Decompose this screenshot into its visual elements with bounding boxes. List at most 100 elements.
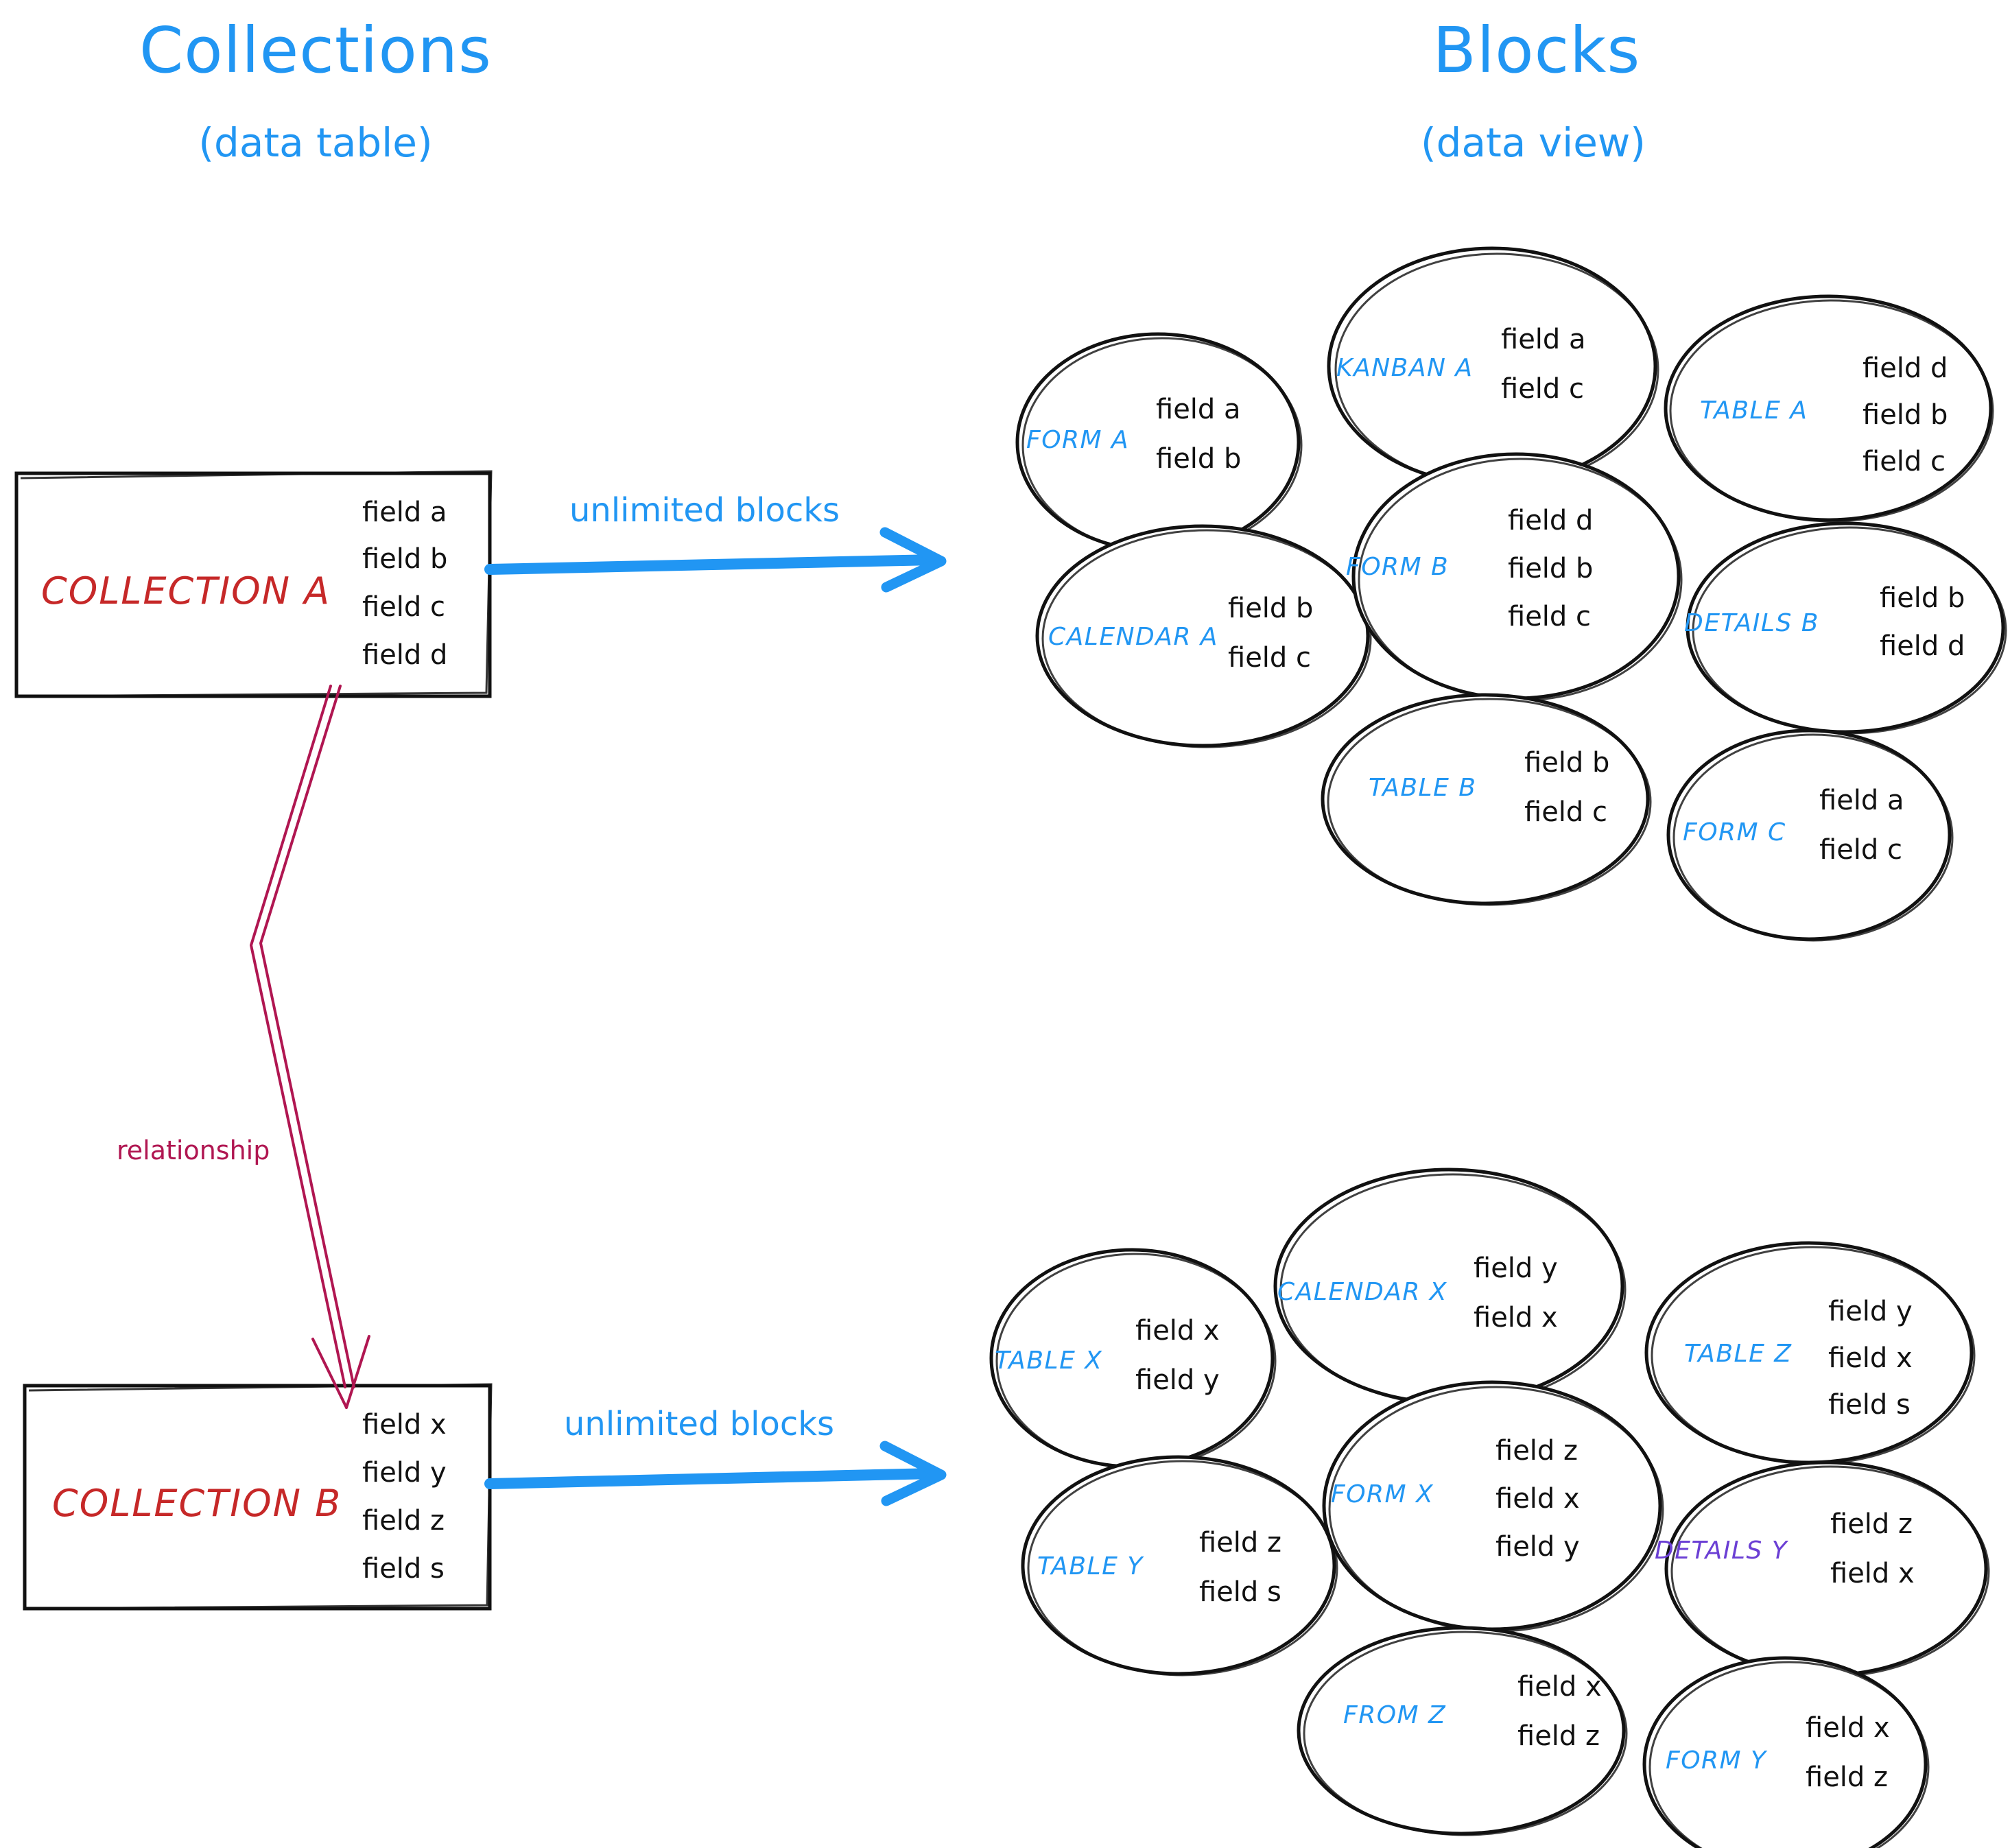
block-details-y-label: DETAILS Y: [1655, 1537, 1789, 1565]
collection-b-rect-sketch: [26, 1383, 493, 1610]
collection-a-field-3: field d: [362, 639, 447, 671]
collection-a-field-2: field c: [362, 591, 445, 623]
block-table-a-field-1: field b: [1863, 399, 1948, 431]
block-table-y[interactable]: TABLE Y field z field s: [1021, 1455, 1338, 1677]
block-form-y-label: FORM Y: [1666, 1746, 1768, 1775]
block-form-c-field-1: field c: [1819, 834, 1902, 866]
relationship-arrowhead-left: [311, 1338, 348, 1409]
block-from-z-field-1: field z: [1517, 1720, 1600, 1752]
unlimited-blocks-label-top: unlimited blocks: [569, 491, 840, 530]
block-kanban-a[interactable]: KANBAN A field a field c: [1327, 246, 1659, 487]
block-table-a-label: TABLE A: [1700, 396, 1808, 425]
block-table-a-ellipse: [1664, 294, 1993, 522]
block-group-collection-b: TABLE X field x field y CALENDAR X field…: [989, 1168, 1990, 1848]
collection-b-field-2: field z: [362, 1505, 445, 1537]
block-form-c-ellipse: [1666, 728, 1952, 941]
collection-b-field-1: field y: [362, 1457, 447, 1489]
block-form-c[interactable]: FORM C field a field c: [1666, 728, 1954, 942]
block-details-b-label: DETAILS B: [1684, 609, 1819, 637]
block-from-z[interactable]: FROM Z field x field z: [1297, 1626, 1628, 1836]
collection-a-box[interactable]: COLLECTION A field a field b field c fie…: [14, 470, 493, 698]
block-form-b-field-0: field d: [1508, 505, 1593, 536]
block-table-a-ellipse-sketch: [1669, 299, 1994, 523]
block-form-a[interactable]: FORM A field a field b: [1015, 332, 1303, 554]
collection-b-field-3: field s: [362, 1553, 445, 1585]
block-table-a[interactable]: TABLE A field d field b field c: [1664, 294, 1994, 523]
blocks-title: Blocks: [1433, 14, 1641, 87]
block-table-x-field-1: field y: [1135, 1364, 1220, 1396]
block-table-b-ellipse: [1321, 693, 1650, 905]
unlimited-blocks-arrow-bottom: unlimited blocks: [484, 1405, 947, 1506]
relationship-line-2: [259, 685, 355, 1388]
block-calendar-x[interactable]: CALENDAR X field y field x: [1273, 1168, 1627, 1406]
relationship-connector[interactable]: relationship: [117, 685, 370, 1409]
block-calendar-a-field-1: field c: [1228, 642, 1311, 674]
relationship-label: relationship: [117, 1135, 270, 1165]
block-details-y-field-1: field x: [1830, 1558, 1915, 1589]
block-table-z[interactable]: TABLE Z field y field x field s: [1644, 1241, 1976, 1465]
block-table-b-label: TABLE B: [1369, 774, 1476, 802]
block-kanban-a-field-1: field c: [1501, 373, 1584, 405]
unlimited-blocks-arrow-top: unlimited blocks: [484, 491, 947, 593]
blocks-subtitle: (data view): [1421, 119, 1646, 166]
arrowhead-top: [879, 527, 947, 593]
block-table-b-field-1: field c: [1524, 796, 1607, 828]
block-table-b[interactable]: TABLE B field b field c: [1321, 693, 1652, 906]
arrowhead-bottom: [879, 1441, 947, 1506]
heading-collections: Collections (data table): [139, 14, 491, 166]
collection-b-name: COLLECTION B: [52, 1482, 342, 1525]
block-details-y[interactable]: DETAILS Y field z field x: [1655, 1460, 1990, 1678]
block-form-y-field-0: field x: [1806, 1712, 1890, 1744]
block-table-z-label: TABLE Z: [1684, 1340, 1792, 1368]
block-table-z-field-0: field y: [1828, 1296, 1913, 1327]
block-form-c-ellipse-sketch: [1672, 733, 1954, 942]
collection-a-name: COLLECTION A: [41, 569, 331, 613]
block-form-b-field-2: field c: [1508, 601, 1591, 632]
block-table-y-field-0: field z: [1199, 1527, 1281, 1559]
block-form-c-field-0: field a: [1819, 785, 1904, 816]
block-table-x[interactable]: TABLE X field x field y: [989, 1248, 1277, 1469]
block-table-z-field-1: field x: [1828, 1342, 1913, 1374]
block-calendar-x-field-0: field y: [1474, 1253, 1558, 1284]
relationship-line-1: [249, 685, 346, 1388]
collection-a-rect-sketch: [18, 470, 493, 698]
block-group-collection-a: FORM A field a field b KANBAN A field a …: [1015, 246, 2007, 942]
block-details-b-ellipse: [1686, 521, 2005, 734]
block-calendar-a-label: CALENDAR A: [1048, 623, 1218, 651]
unlimited-blocks-label-bottom: unlimited blocks: [564, 1405, 834, 1443]
collection-a-field-1: field b: [362, 543, 447, 575]
block-form-x-field-2: field y: [1495, 1531, 1580, 1563]
block-kanban-a-field-0: field a: [1501, 324, 1586, 355]
block-form-y-ellipse: [1642, 1656, 1928, 1848]
block-form-x-label: FORM X: [1331, 1480, 1434, 1508]
block-table-y-ellipse: [1021, 1455, 1336, 1676]
block-calendar-a-ellipse-sketch: [1041, 529, 1372, 748]
block-details-y-field-0: field z: [1830, 1508, 1913, 1540]
block-details-b[interactable]: DETAILS B field b field d: [1684, 521, 2007, 735]
block-table-b-field-0: field b: [1524, 747, 1609, 779]
block-calendar-a-ellipse: [1035, 524, 1370, 748]
collection-a-rect: [14, 471, 492, 698]
block-table-a-field-2: field c: [1863, 446, 1946, 477]
collection-b-box[interactable]: COLLECTION B field x field y field z fie…: [23, 1383, 493, 1611]
block-form-y-field-1: field z: [1806, 1762, 1888, 1793]
collection-b-rect: [23, 1384, 492, 1611]
block-form-x[interactable]: FORM X field z field x field y: [1322, 1380, 1664, 1633]
block-table-x-field-0: field x: [1135, 1315, 1220, 1347]
block-form-b[interactable]: FORM B field d field b field c: [1346, 452, 1683, 702]
block-from-z-field-0: field x: [1517, 1671, 1602, 1703]
block-table-y-label: TABLE Y: [1037, 1552, 1144, 1580]
collection-b-field-0: field x: [362, 1409, 447, 1441]
block-calendar-a-field-0: field b: [1228, 593, 1313, 624]
collection-a-field-0: field a: [362, 497, 447, 528]
block-form-y[interactable]: FORM Y field x field z: [1642, 1656, 1930, 1848]
block-table-z-field-2: field s: [1828, 1389, 1911, 1421]
block-calendar-a[interactable]: CALENDAR A field b field c: [1035, 524, 1372, 748]
block-table-x-label: TABLE X: [995, 1347, 1102, 1375]
block-form-a-field-0: field a: [1156, 394, 1241, 425]
block-form-b-field-1: field b: [1508, 553, 1593, 584]
heading-blocks: Blocks (data view): [1421, 14, 1646, 166]
block-from-z-ellipse: [1297, 1626, 1626, 1836]
block-details-b-field-1: field d: [1880, 630, 1965, 662]
block-form-c-label: FORM C: [1683, 818, 1786, 846]
